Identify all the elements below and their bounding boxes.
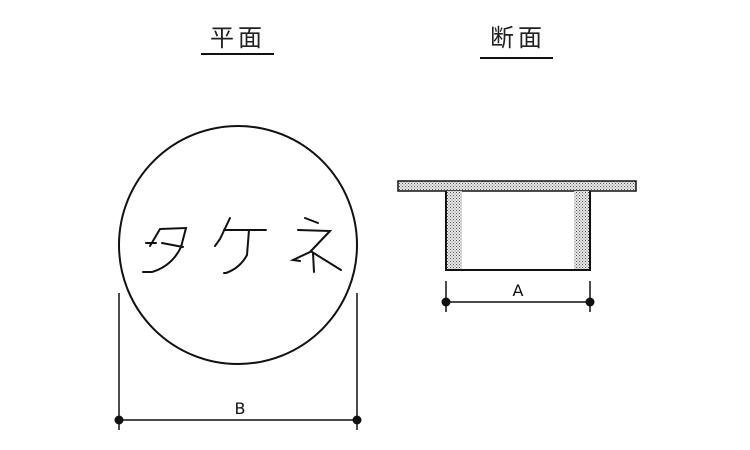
section-view: A <box>397 180 637 312</box>
dim-a-dot-left <box>441 297 451 307</box>
plan-title-underline <box>201 53 274 55</box>
stamp-katakana-ta <box>142 226 188 273</box>
dim-a-dot-right <box>585 297 595 307</box>
stamp-katakana-ke <box>214 217 267 274</box>
section-left-wall <box>446 191 462 270</box>
plan-view: B <box>114 125 362 430</box>
dim-b-dot-right <box>352 415 362 425</box>
dim-a-label: A <box>513 281 524 300</box>
section-view-title: 断面 <box>490 24 546 52</box>
section-body-outline <box>445 191 591 271</box>
cap-outline-circle <box>118 125 358 365</box>
stamp-katakana-ne <box>289 217 342 273</box>
section-title-underline <box>480 57 553 59</box>
section-flange <box>397 180 637 192</box>
dim-b-dot-left <box>114 415 124 425</box>
dim-b-label: B <box>235 399 246 418</box>
plan-view-title: 平面 <box>210 24 266 52</box>
section-right-wall <box>574 191 590 270</box>
